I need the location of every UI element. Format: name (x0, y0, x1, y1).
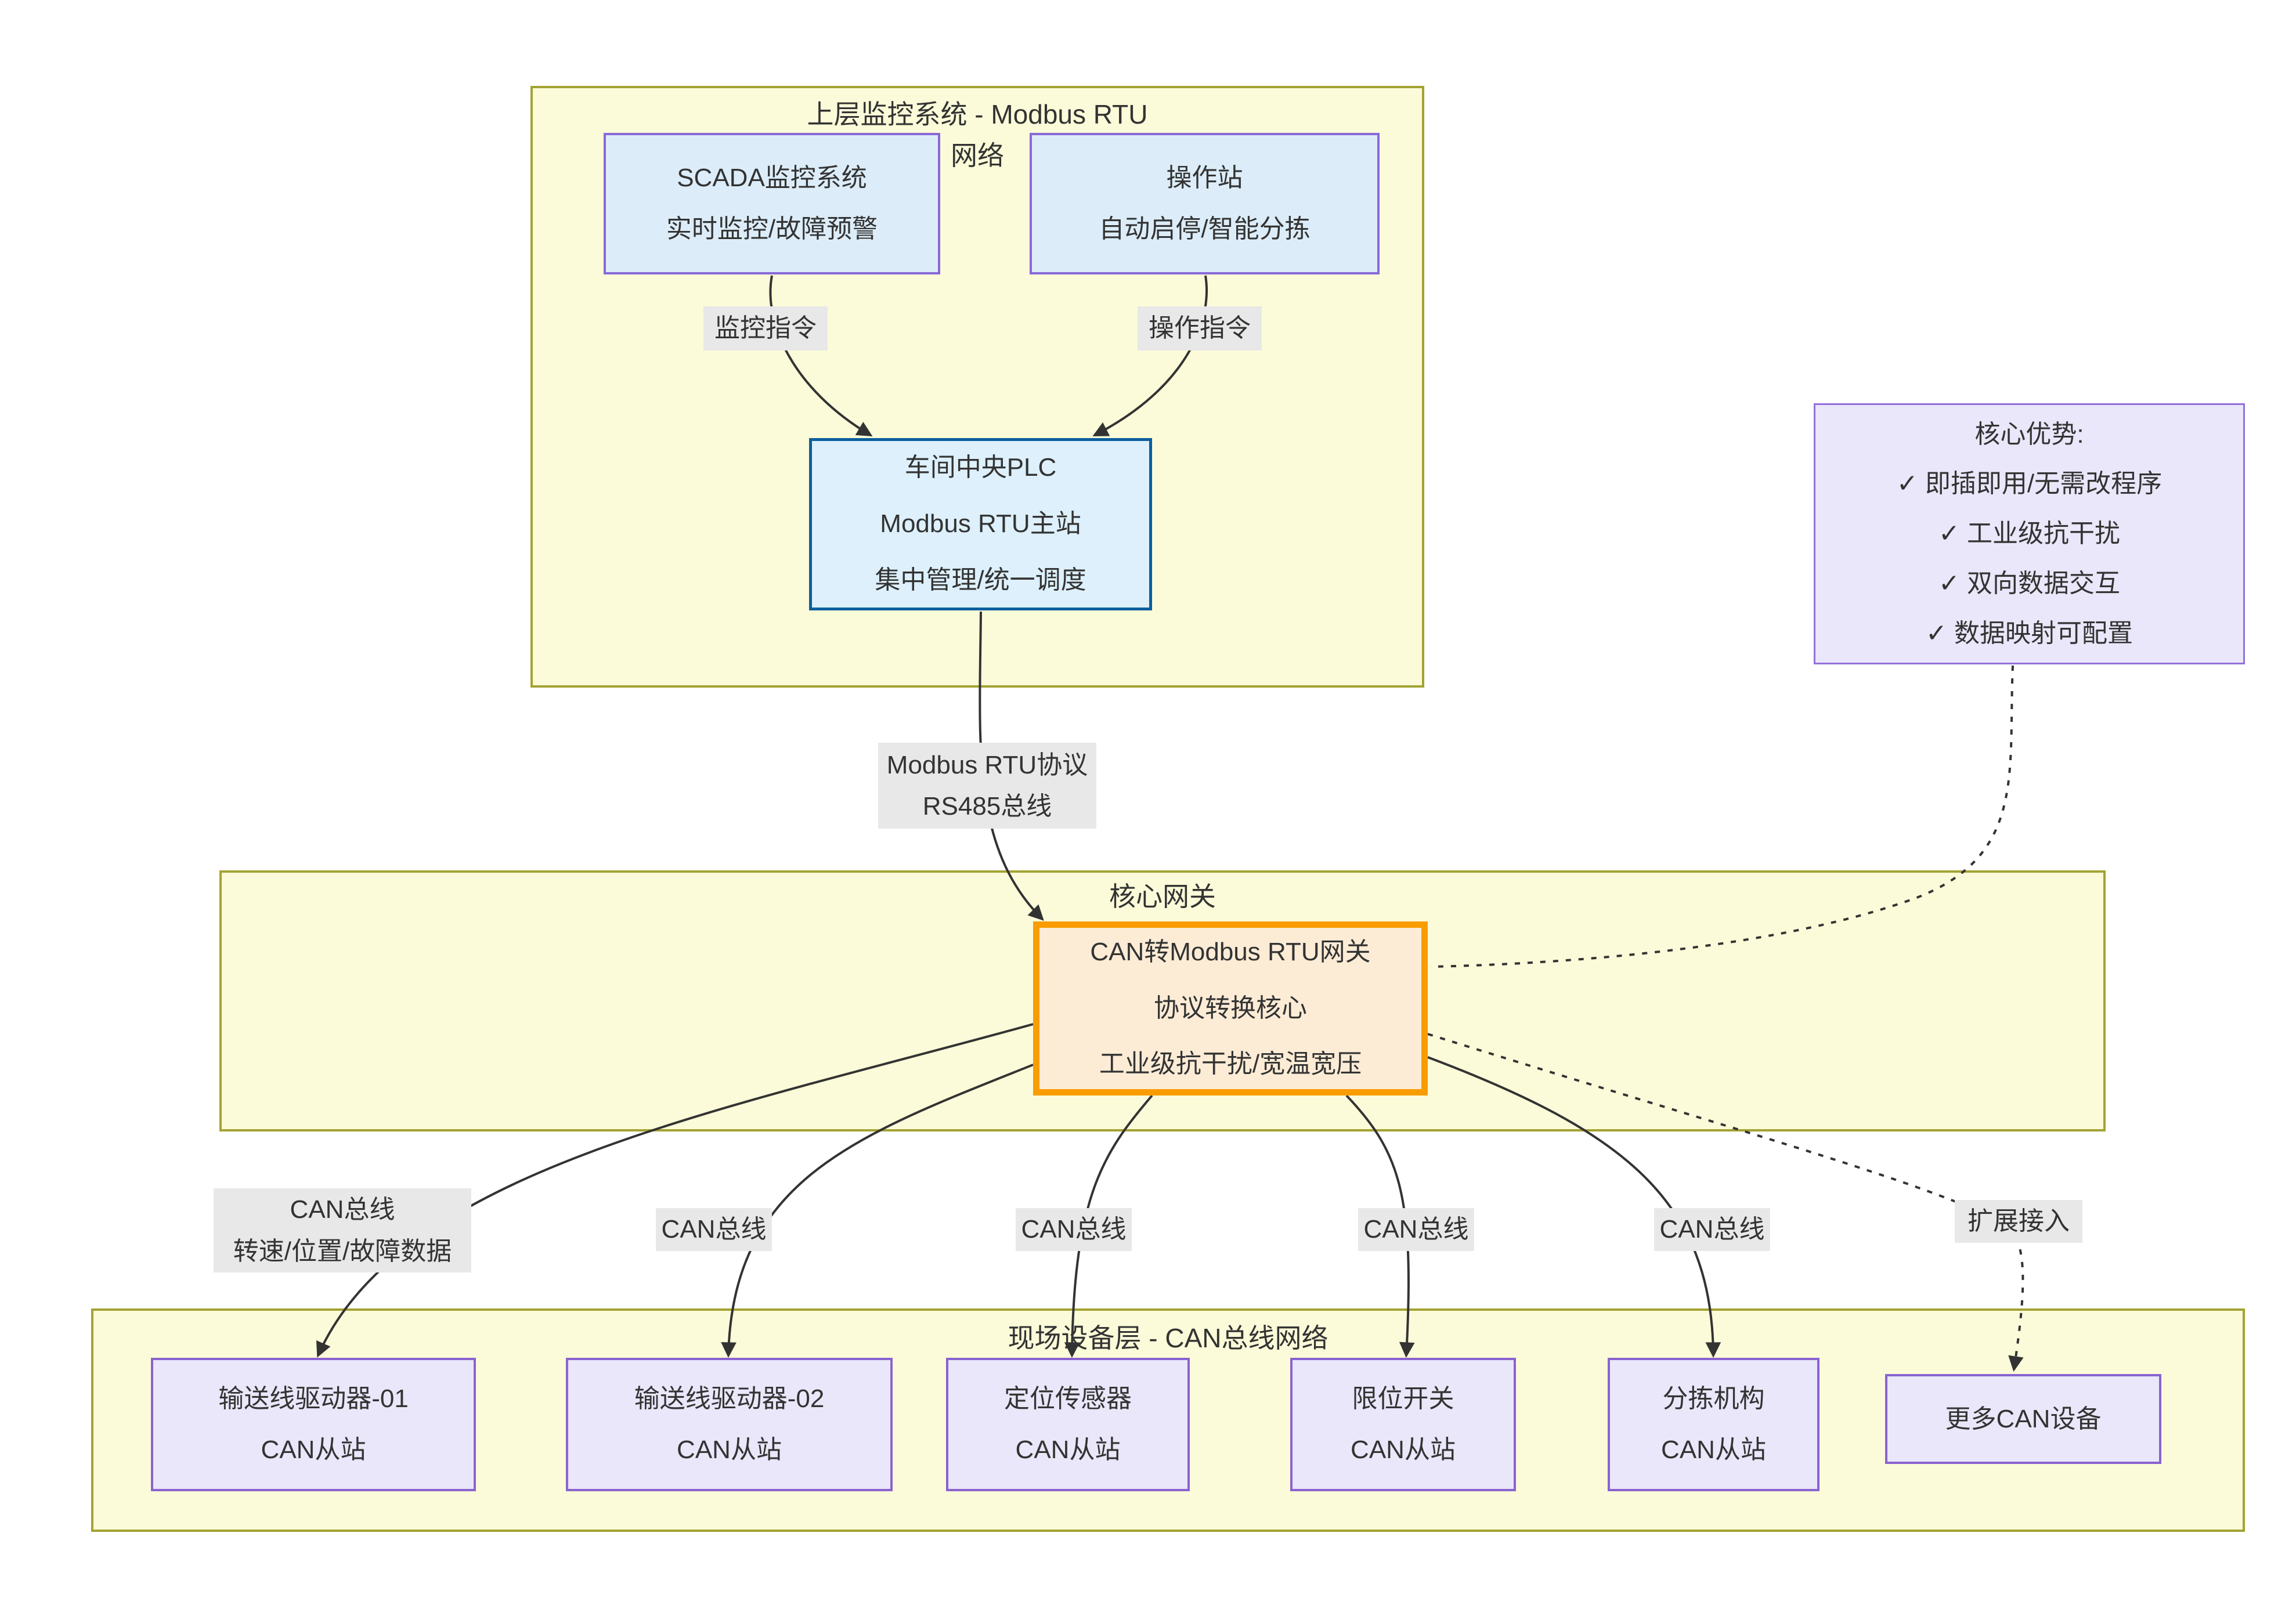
edge-gateway-to-driver1 (316, 1023, 1034, 1358)
edge-label-can4-text: CAN总线 (1363, 1215, 1469, 1244)
edge-label-can2-text: CAN总线 (661, 1215, 767, 1244)
cluster-upper-title-line1: 上层监控系统 - Modbus RTU (807, 99, 1148, 129)
edge-label-can1-line2: 转速/位置/故障数据 (233, 1237, 452, 1266)
node-sorting-mech-line1: 分拣机构 (1662, 1384, 1765, 1413)
node-sorting-mech-line2: CAN从站 (1661, 1436, 1766, 1464)
advantages-item-2: ✓ 工业级抗干扰 (1938, 519, 2121, 548)
node-limit-switch-line1: 限位开关 (1352, 1384, 1454, 1413)
edge-label-operate-cmd-text: 操作指令 (1149, 314, 1251, 343)
advantages-item-1: ✓ 即插即用/无需改程序 (1896, 469, 2163, 498)
node-scada-line2: 实时监控/故障预警 (666, 215, 878, 243)
edge-label-can3-text: CAN总线 (1021, 1215, 1127, 1244)
advantages-item-3: ✓ 双向数据交互 (1938, 569, 2121, 598)
edge-gateway-to-driver2 (721, 1064, 1034, 1358)
advantages-title: 核心优势: (1974, 420, 2084, 449)
advantages-item-4: ✓ 数据映射可配置 (1925, 619, 2133, 648)
edge-label-can1-line1: CAN总线 (290, 1195, 395, 1224)
edge-advantages-to-gateway (1430, 665, 2014, 968)
node-scada: SCADA监控系统 实时监控/故障预警 (604, 133, 940, 274)
node-driver2-line1: 输送线驱动器-02 (634, 1384, 825, 1413)
node-plc-line2: Modbus RTU主站 (880, 509, 1081, 538)
node-driver2-line2: CAN从站 (677, 1436, 782, 1464)
node-gateway-line3: 工业级抗干扰/宽温宽压 (1099, 1050, 1362, 1079)
cluster-field-layer-title: 现场设备层 - CAN总线网络 (1008, 1323, 1328, 1353)
cluster-core-gateway-title: 核心网关 (1109, 881, 1216, 912)
cluster-upper-title: 上层监控系统 - Modbus RTU 网络 (533, 94, 1422, 177)
node-advantages: 核心优势: ✓ 即插即用/无需改程序 ✓ 工业级抗干扰 ✓ 双向数据交互 ✓ 数… (1814, 403, 2245, 664)
edge-label-can1: CAN总线 转速/位置/故障数据 (214, 1188, 471, 1272)
cluster-upper-title-line2: 网络 (951, 140, 1004, 171)
node-more-devices-line1: 更多CAN设备 (1945, 1404, 2102, 1433)
edge-label-modbus-line1: Modbus RTU协议 (886, 750, 1088, 779)
node-gateway: CAN转Modbus RTU网关 协议转换核心 工业级抗干扰/宽温宽压 (1033, 921, 1428, 1096)
node-position-sensor-line2: CAN从站 (1015, 1436, 1121, 1464)
edge-label-monitor-cmd-text: 监控指令 (714, 314, 817, 343)
node-limit-switch: 限位开关 CAN从站 (1290, 1358, 1516, 1491)
node-limit-switch-line2: CAN从站 (1351, 1436, 1456, 1464)
edge-label-can5-text: CAN总线 (1659, 1215, 1765, 1244)
edge-label-can2: CAN总线 (656, 1208, 772, 1251)
edge-label-operate-cmd: 操作指令 (1138, 306, 1262, 350)
node-operator-line2: 自动启停/智能分拣 (1099, 215, 1311, 243)
edge-label-expand: 扩展接入 (1955, 1200, 2082, 1243)
edge-gateway-to-more-devices (1427, 1033, 2024, 1372)
node-driver2: 输送线驱动器-02 CAN从站 (566, 1358, 893, 1491)
node-driver1-line2: CAN从站 (261, 1436, 366, 1464)
edge-label-can3: CAN总线 (1016, 1208, 1132, 1251)
edge-label-can5: CAN总线 (1654, 1208, 1770, 1251)
edge-operator-to-plc (1092, 275, 1208, 436)
node-more-devices: 更多CAN设备 (1885, 1374, 2161, 1464)
edge-gateway-to-sorting-mech (1427, 1056, 1721, 1358)
edge-gateway-to-limit-switch (1345, 1094, 1415, 1358)
node-scada-line1: SCADA监控系统 (677, 164, 867, 192)
node-operator-line1: 操作站 (1166, 164, 1243, 192)
node-position-sensor-line1: 定位传感器 (1004, 1384, 1132, 1413)
edge-label-can4: CAN总线 (1358, 1208, 1474, 1251)
edge-scada-to-plc (769, 275, 873, 437)
edge-label-monitor-cmd: 监控指令 (703, 306, 828, 350)
node-operator-station: 操作站 自动启停/智能分拣 (1030, 133, 1380, 274)
node-gateway-line1: CAN转Modbus RTU网关 (1090, 937, 1371, 966)
node-driver1: 输送线驱动器-01 CAN从站 (151, 1358, 476, 1491)
edge-label-modbus-line2: RS485总线 (922, 792, 1052, 820)
node-position-sensor: 定位传感器 CAN从站 (946, 1358, 1190, 1491)
node-plc: 车间中央PLC Modbus RTU主站 集中管理/统一调度 (809, 438, 1152, 610)
node-plc-line3: 集中管理/统一调度 (875, 565, 1086, 594)
edge-gateway-to-position-sensor (1064, 1094, 1153, 1358)
edge-label-modbus: Modbus RTU协议 RS485总线 (878, 743, 1096, 829)
node-plc-line1: 车间中央PLC (904, 453, 1057, 482)
node-driver1-line1: 输送线驱动器-01 (218, 1384, 409, 1413)
node-gateway-line2: 协议转换核心 (1154, 993, 1307, 1022)
edge-label-expand-text: 扩展接入 (1968, 1207, 2070, 1236)
node-sorting-mech: 分拣机构 CAN从站 (1608, 1358, 1820, 1491)
